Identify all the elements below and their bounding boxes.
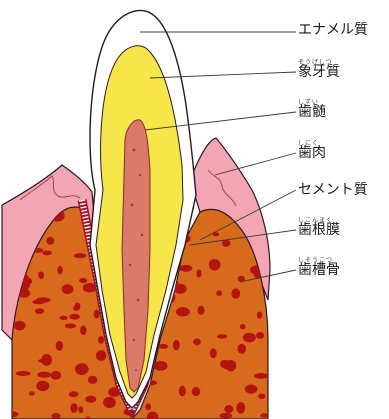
marrow-spot [51,371,62,380]
label-pulp: しずい 歯髄 [298,104,326,120]
marrow-spot [98,336,104,344]
marrow-spot [216,290,222,296]
label-cementum: セメント質 [298,182,368,198]
marrow-spot [258,394,265,399]
marrow-spot [69,391,79,397]
marrow-spot [260,413,268,417]
marrow-spot [240,324,246,329]
marrow-spot [58,266,63,275]
marrow-spot [65,324,76,329]
marrow-spot [35,308,44,314]
marrow-spot [96,350,107,361]
marrow-spot [245,385,257,394]
marrow-spot [38,272,44,279]
marrow-spot [103,397,116,408]
marrow-spot [80,326,86,336]
label-gingiva: しにく 歯肉 [298,145,326,161]
marrow-spot [238,344,247,354]
marrow-spot [36,381,49,391]
marrow-spot [85,396,96,403]
marrow-spot [41,354,52,366]
marrow-spot [56,341,63,351]
marrow-spot [74,253,86,258]
marrow-spot [192,387,201,396]
label-enamel: エナメル質 [298,22,368,38]
marrow-spot [37,372,51,378]
marrow-spot [236,402,245,414]
label-alveolar-bone: しそうこつ 歯槽骨 [298,262,340,278]
marrow-spot [220,413,233,419]
marrow-spot [32,300,45,305]
marrow-spot [179,386,186,397]
marrow-spot [14,321,26,331]
marrow-spot [193,338,201,345]
marrow-spot [79,278,87,283]
marrow-spot [179,265,192,272]
marrow-spot [224,405,233,413]
marrow-spot [254,373,268,379]
marrow-spot [7,411,18,417]
marrow-spot [243,333,256,343]
marrow-spot [88,376,98,384]
marrow-spot [176,307,190,316]
marrow-spot [94,310,100,319]
marrow-spot [42,251,52,256]
marrow-spot [257,312,262,319]
marrow-spot [154,361,168,371]
marrow-spot [222,361,234,370]
marrow-spot [231,288,240,298]
marrow-spot [46,237,54,245]
marrow-spot [70,403,77,413]
marrow-spot [75,363,89,375]
marrow-spot [173,340,180,350]
marrow-spot [51,413,60,419]
marrow-spot [217,334,227,338]
marrow-spot [60,316,68,320]
marrow-spot [256,332,264,339]
label-dentin: ぞうげしつ 象牙質 [298,64,340,80]
marrow-spot [69,314,80,320]
marrow-spot [197,306,204,315]
label-periodontal-ligament: しこんまく 歯根膜 [298,222,340,238]
marrow-spot [158,344,168,349]
marrow-spot [29,391,35,396]
marrow-spot [73,306,79,311]
marrow-spot [209,259,221,270]
marrow-spot [196,270,201,278]
marrow-spot [210,348,217,358]
marrow-spot [16,371,31,376]
marrow-spot [62,284,74,294]
marrow-spot [145,403,151,410]
marrow-spot [78,406,83,413]
